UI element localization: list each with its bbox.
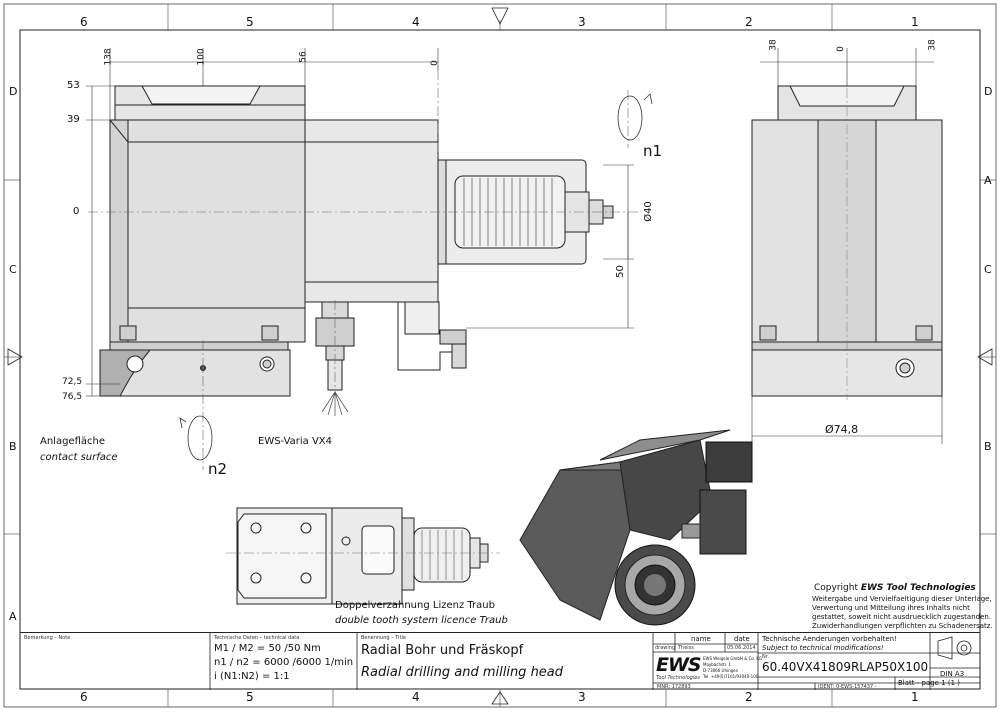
dim-dia-74-8: Ø74,8 bbox=[825, 423, 859, 436]
bemerkung-label: Bemerkung – Note bbox=[24, 635, 71, 641]
ews-logo-sub: Tool Technologies bbox=[656, 675, 700, 681]
addr-line-4: Tel. +49(0)7161/93040-100 bbox=[703, 674, 759, 679]
grid-col-2-bottom: 2 bbox=[745, 690, 753, 704]
grid-col-6-bottom: 6 bbox=[80, 690, 88, 704]
grid-row-d-right: D bbox=[984, 85, 993, 98]
change-note-en: Subject to technical modifications! bbox=[762, 644, 884, 652]
top-view bbox=[236, 507, 489, 605]
title-block: Bemerkung – Note Technische Daten – tech… bbox=[20, 632, 980, 690]
note-traub-en: double tooth system licence Traub bbox=[335, 615, 508, 626]
dim-100: 100 bbox=[196, 48, 207, 66]
dim-56: 56 bbox=[298, 51, 309, 63]
col-date-label: date bbox=[734, 635, 750, 643]
rotation-symbols bbox=[179, 93, 653, 461]
addr-line-2: Maybachstr. 1 bbox=[703, 662, 732, 667]
copyright-prefix: Copyright bbox=[814, 583, 858, 593]
grid-row-c-right: C bbox=[984, 263, 992, 276]
col-name-label: name bbox=[691, 635, 711, 643]
note-anlageflaeche: Anlagefläche bbox=[40, 436, 105, 447]
grid-col-4-top: 4 bbox=[412, 15, 420, 29]
render-3d bbox=[519, 429, 753, 626]
front-view bbox=[99, 85, 614, 397]
grid-row-a-right: A bbox=[984, 174, 992, 187]
benennung-label: Benennung – Title bbox=[361, 635, 406, 641]
copyright-line-4: Zuwiderhandlungen verpflichten zu Schade… bbox=[812, 622, 993, 630]
techdata-label: Technische Daten – technical data bbox=[214, 635, 300, 641]
copyright-line-3: gestattet, soweit nicht ausdruecklich zu… bbox=[812, 613, 992, 621]
drawing-date: 05.06.2014 bbox=[727, 645, 756, 651]
dim-53: 53 bbox=[67, 80, 80, 91]
dim-0-left: 0 bbox=[73, 206, 80, 217]
grid-row-b-left: B bbox=[9, 440, 17, 453]
ident-number: IDENT: 0-EWS-157437 - bbox=[818, 684, 877, 690]
grid-col-3-bottom: 3 bbox=[578, 690, 586, 704]
grid-row-a-left: A bbox=[9, 610, 17, 623]
speed-line: n1 / n2 = 6000 /6000 1/min bbox=[214, 657, 354, 668]
grid-col-2-top: 2 bbox=[745, 15, 753, 29]
copyright-line-1: Weitergabe und Vervielfaeltigung dieser … bbox=[812, 595, 992, 603]
dim-39: 39 bbox=[67, 114, 80, 125]
rotation-n1-label: n1 bbox=[643, 142, 663, 160]
title-block-lines bbox=[209, 633, 980, 690]
dim-side-38-left: 38 bbox=[768, 39, 779, 51]
copyright-line-2: Verwertung und Mitteilung ihres Inhalts … bbox=[812, 604, 970, 612]
ratio-line: i (N1:N2) = 1:1 bbox=[214, 671, 290, 682]
dim-72-5: 72,5 bbox=[62, 377, 83, 387]
note-contact-surface: contact surface bbox=[40, 452, 118, 463]
change-note-de: Technische Aenderungen vorbehalten! bbox=[762, 635, 897, 643]
grid-row-c-left: C bbox=[9, 263, 17, 276]
grid-col-1-bottom: 1 bbox=[911, 690, 919, 704]
grid-row-d-left: D bbox=[9, 85, 18, 98]
grid-col-1-top: 1 bbox=[911, 15, 919, 29]
nr-label: Nr. bbox=[762, 654, 769, 660]
dim-side-0: 0 bbox=[835, 46, 846, 52]
note-traub-de: Doppelverzahnung Lizenz Traub bbox=[335, 600, 495, 611]
grid-col-4-bottom: 4 bbox=[412, 690, 420, 704]
center-lines bbox=[88, 70, 640, 470]
title-english: Radial drilling and milling head bbox=[361, 665, 564, 680]
grid-col-6-top: 6 bbox=[80, 15, 88, 29]
drawing-name: Theiss bbox=[678, 645, 694, 651]
dimension-lines bbox=[86, 48, 634, 397]
drawing-label: drawing bbox=[655, 645, 676, 651]
coolant-spray bbox=[321, 391, 349, 416]
grid-ticks bbox=[4, 4, 996, 707]
projection-symbol bbox=[937, 636, 972, 660]
dim-50: 50 bbox=[614, 265, 626, 278]
dim-0-top: 0 bbox=[429, 60, 440, 66]
copyright-heading: Copyright EWS Tool Technologies bbox=[814, 583, 976, 593]
dim-dia-40: Ø40 bbox=[642, 201, 654, 222]
dim-side-38-right: 38 bbox=[927, 39, 938, 51]
copyright-brand: EWS Tool Technologies bbox=[860, 583, 976, 593]
addr-line-1: EWS Weigele GmbH & Co. KG bbox=[703, 656, 763, 661]
rotation-n2-label: n2 bbox=[208, 460, 228, 478]
mnr-number: MNR: 172893 bbox=[657, 684, 691, 690]
dim-76-5: 76,5 bbox=[62, 392, 83, 402]
dim-138: 138 bbox=[103, 48, 114, 66]
addr-line-3: D-73066 Uhingen bbox=[703, 668, 739, 673]
ews-logo: EWS bbox=[656, 654, 702, 676]
torque-line: M1 / M2 = 50 /50 Nm bbox=[214, 643, 321, 654]
title-german: Radial Bohr und Fräskopf bbox=[361, 643, 524, 658]
grid-col-3-top: 3 bbox=[578, 15, 586, 29]
part-number: 60.40VX41809RLAP50X100 bbox=[762, 660, 929, 674]
sheet-page: Blatt - page 1 (1 ) bbox=[898, 679, 961, 687]
side-dimensions bbox=[751, 48, 943, 444]
grid-col-5-top: 5 bbox=[246, 15, 254, 29]
centering-marks bbox=[7, 7, 993, 705]
din-format: DIN A3 bbox=[940, 670, 965, 678]
grid-row-b-right: B bbox=[984, 440, 992, 453]
note-ews-varia: EWS-Varia VX4 bbox=[258, 436, 333, 447]
grid-col-5-bottom: 5 bbox=[246, 690, 254, 704]
top-view-threads bbox=[421, 530, 463, 580]
